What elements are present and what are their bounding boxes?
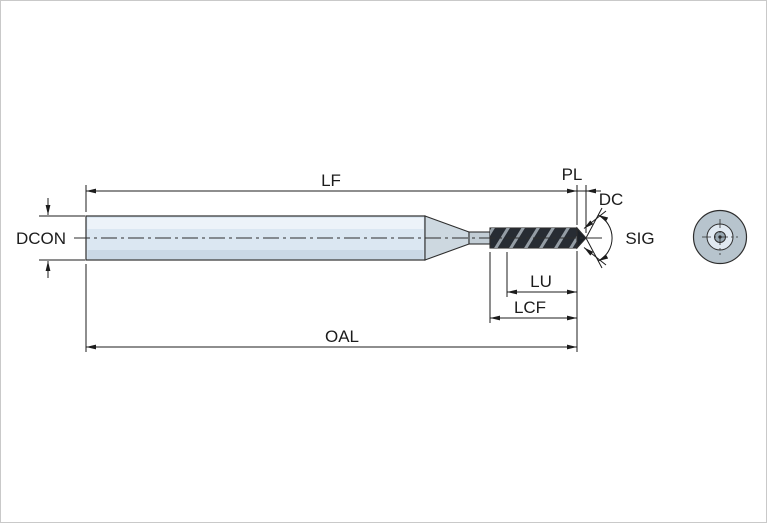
flute-groove xyxy=(569,235,577,248)
dc-leader-top xyxy=(583,210,607,229)
label-pl: PL xyxy=(562,165,583,184)
shank-shading xyxy=(87,250,424,259)
flute-groove xyxy=(490,228,495,236)
sig-angle-line-top xyxy=(585,207,603,239)
label-lf: LF xyxy=(321,171,341,190)
shank-highlight xyxy=(87,218,424,229)
drill-side-view xyxy=(74,215,602,261)
dimension-labels: LF PL DC SIG DCON LU LCF OAL xyxy=(16,165,655,346)
label-lcf: LCF xyxy=(514,298,546,317)
label-sig: SIG xyxy=(625,229,654,248)
flute-groove xyxy=(524,228,540,248)
extension-lines xyxy=(39,185,587,352)
label-dcon: DCON xyxy=(16,229,66,248)
end-view xyxy=(692,209,748,265)
dc-leader-bottom xyxy=(583,247,607,266)
sig-angle-line-bottom xyxy=(585,237,603,269)
dimension-lines xyxy=(45,188,613,350)
label-dc: DC xyxy=(599,190,624,209)
label-lu: LU xyxy=(530,272,552,291)
sig-angle-arc xyxy=(597,214,613,262)
label-oal: OAL xyxy=(325,327,359,346)
